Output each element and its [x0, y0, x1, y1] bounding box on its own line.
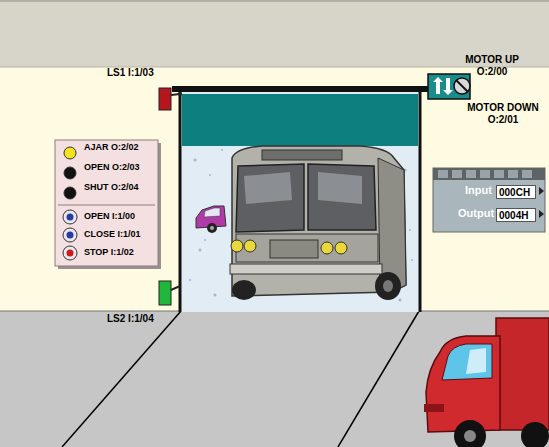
limit-switch-label: LS2 I:1/04 — [107, 313, 154, 325]
door-header-beam — [172, 86, 428, 92]
motor-symbol — [428, 74, 470, 99]
io-module — [433, 168, 545, 232]
wall — [0, 67, 549, 311]
register-label: Input — [465, 185, 492, 196]
ceiling-edge — [0, 1, 549, 2]
register-value: 000CH — [499, 187, 530, 198]
car-illustration — [196, 206, 226, 233]
io-address-label: OPEN I:1/00 — [84, 211, 135, 222]
control-panel — [55, 140, 161, 269]
io-address-label: CLOSE I:1/01 — [84, 229, 141, 240]
bus-illustration — [230, 146, 406, 300]
door-panel — [182, 94, 418, 146]
switch-lever — [171, 286, 180, 290]
io-address-label: STOP I:1/02 — [84, 247, 134, 258]
io-module-box: InputOutput 000CH 0004H — [433, 168, 545, 232]
outdoor-background — [181, 92, 419, 312]
register-value: 0004H — [499, 210, 528, 221]
switch-roller — [178, 92, 182, 96]
register-value-box: 000CH — [496, 185, 536, 199]
io-address-label: AJAR O:2/02 — [84, 142, 139, 153]
door-frame — [179, 86, 182, 312]
wall-top-edge — [0, 67, 549, 68]
motor-output-label: MOTOR DOWN O:2/01 — [462, 102, 544, 126]
limit-switch-top — [159, 88, 171, 110]
io-address-label: SHUT O:2/04 — [84, 182, 139, 193]
door-frame — [419, 86, 422, 312]
limit-switch-bottom — [159, 281, 171, 305]
floor-line — [338, 311, 419, 447]
io-address-label: OPEN O:2/03 — [84, 162, 140, 173]
register-value-box: 0004H — [496, 208, 536, 222]
limit-switch-label: LS1 I:1/03 — [107, 67, 154, 79]
control-panel-box: AJAR O:2/02OPEN O:2/03SHUT O:2/04OPEN I:… — [55, 140, 158, 266]
truck-illustration — [424, 318, 549, 447]
register-label: Output — [458, 208, 494, 219]
floor-line — [62, 311, 181, 447]
motor-output-label: MOTOR UP O:2/00 — [456, 54, 528, 78]
